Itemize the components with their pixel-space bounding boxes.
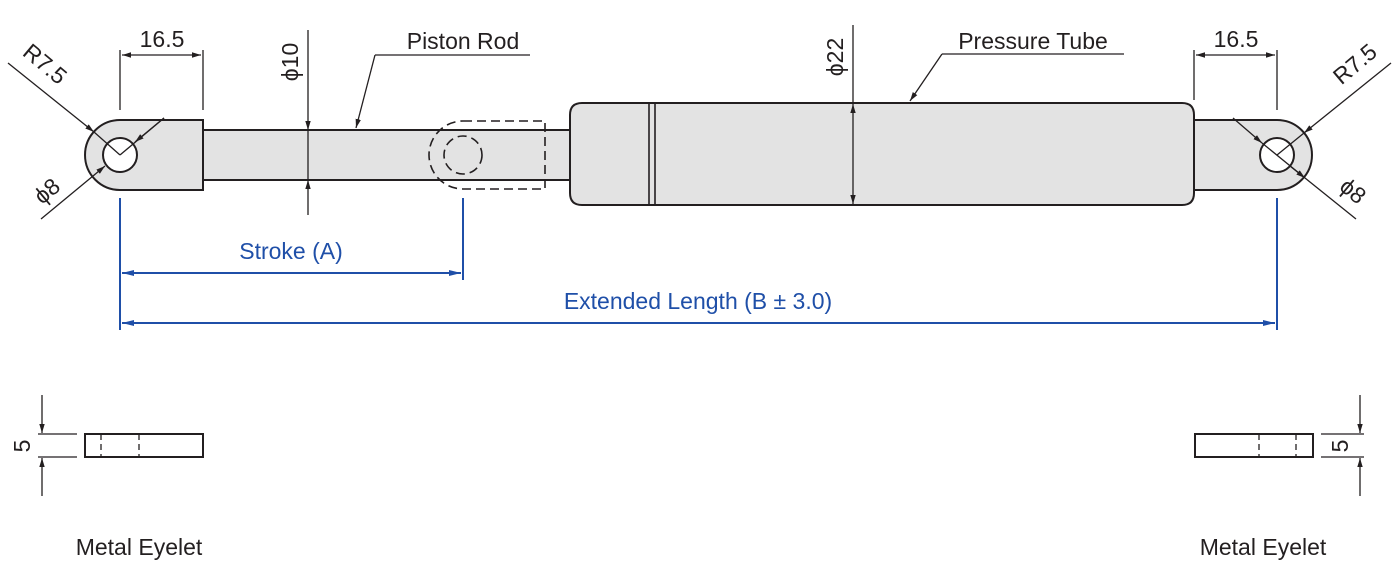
pressure-tube	[569, 102, 1195, 206]
tube-diameter-label: ϕ22	[822, 38, 848, 76]
left-eyelet-length-label: 16.5	[140, 26, 185, 52]
left-eyelet-caption: Metal Eyelet	[76, 534, 203, 560]
extended-length-label: Extended Length (B ± 3.0)	[564, 288, 832, 314]
left-eyelet	[84, 119, 204, 191]
left-eyelet-thickness-label: 5	[9, 440, 35, 453]
extended-length-dimension	[122, 198, 1278, 330]
piston-rod-label: Piston Rod	[407, 28, 520, 54]
right-radius-label: R7.5	[1328, 38, 1382, 89]
stroke-label: Stroke (A)	[239, 238, 343, 264]
right-eyelet-length-label: 16.5	[1214, 26, 1259, 52]
right-hole-dia-label: ϕ8	[1335, 173, 1371, 209]
left-eyelet-side-view	[38, 395, 204, 496]
left-radius-label: R7.5	[18, 38, 72, 89]
piston-rod	[199, 129, 573, 181]
retracted-eyelet-outline	[428, 120, 546, 190]
piston-rod-leader	[355, 54, 530, 129]
rod-diameter-label: ϕ10	[277, 43, 303, 81]
right-eyelet-side-view	[1194, 395, 1364, 496]
right-eyelet	[1193, 119, 1313, 191]
pressure-tube-leader	[909, 53, 1124, 102]
stroke-dimension	[119, 198, 464, 330]
pressure-tube-label: Pressure Tube	[958, 28, 1108, 54]
left-eyelet-dimensions	[7, 50, 204, 220]
right-eyelet-dimensions	[1193, 50, 1392, 220]
right-eyelet-thickness-label: 5	[1327, 440, 1353, 453]
right-eyelet-caption: Metal Eyelet	[1200, 534, 1327, 560]
